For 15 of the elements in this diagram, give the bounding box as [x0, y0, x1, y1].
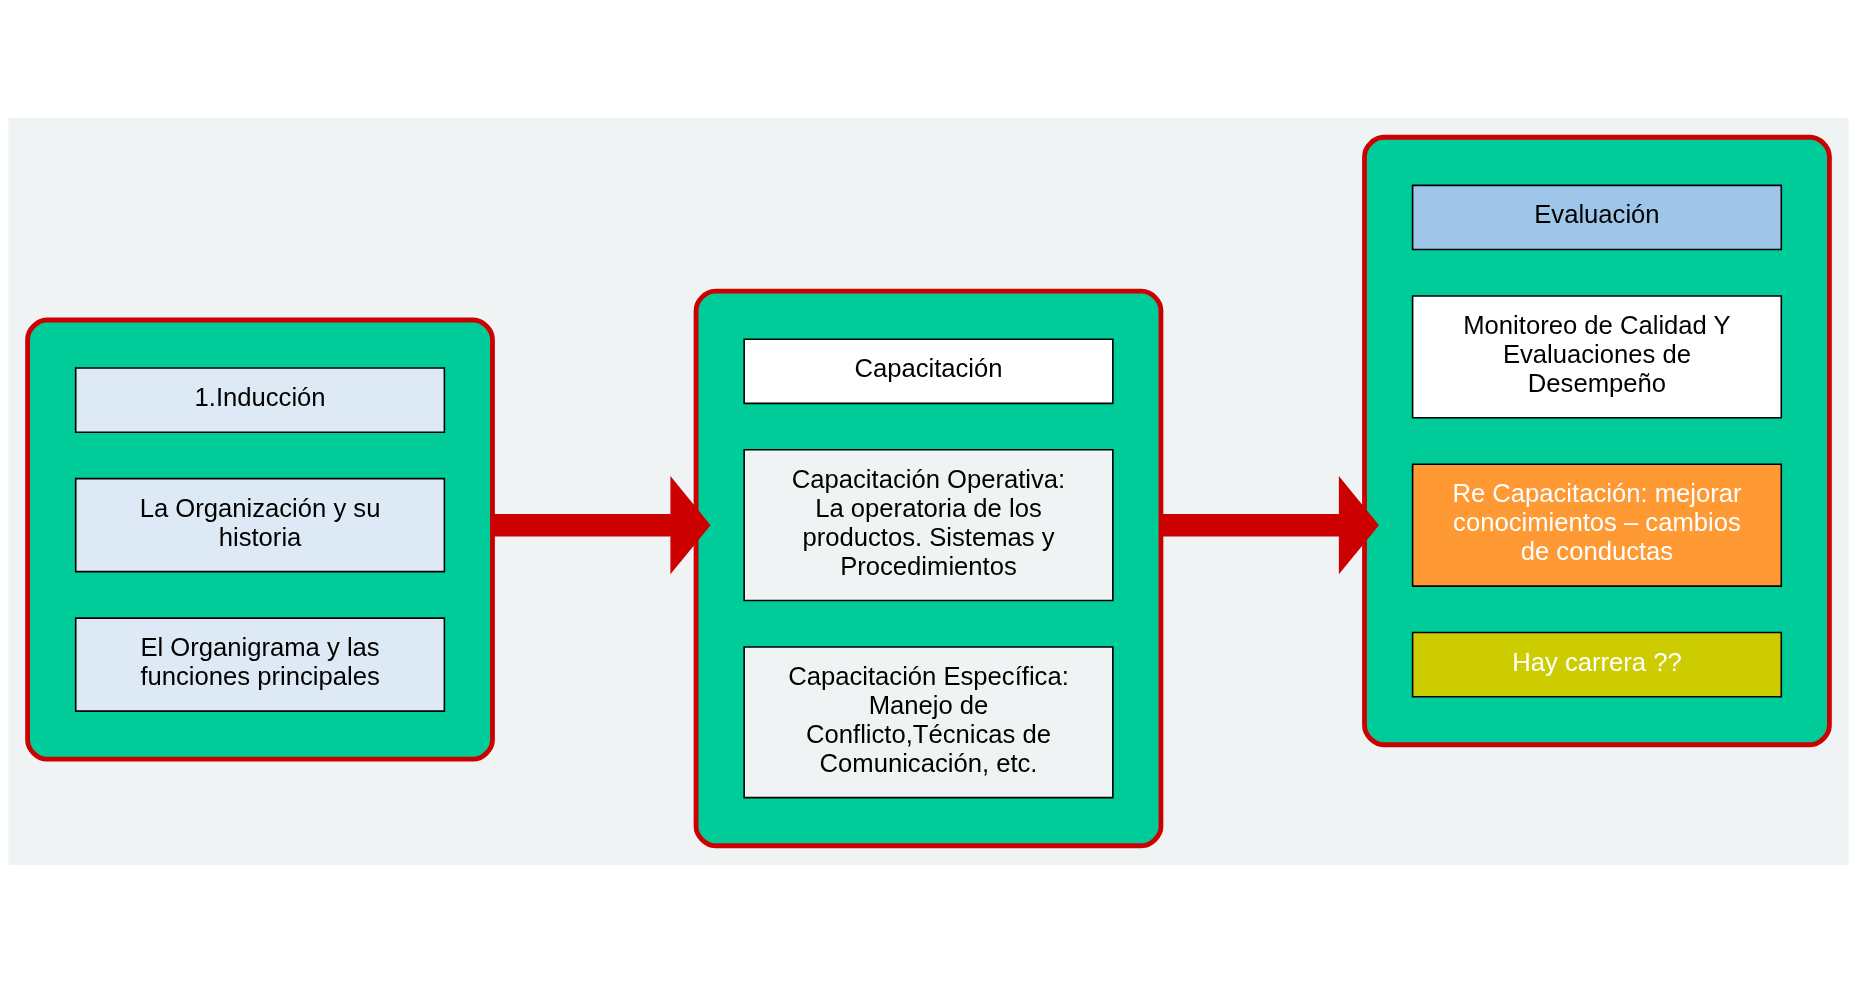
node-box: El Organigrama y las funciones principales	[74, 616, 446, 712]
node-box: Re Capacitación: mejorar conocimientos – cambios de conductas	[1411, 462, 1783, 587]
node-box: Evaluación	[1411, 184, 1783, 250]
cluster	[25, 317, 495, 762]
arrow	[492, 475, 711, 574]
arrow	[1160, 475, 1379, 574]
cluster	[1362, 134, 1832, 747]
node-box: Capacitación	[743, 337, 1114, 404]
node-box: La Organización y su historia	[74, 477, 446, 572]
node-box: Hay carrera ??	[1411, 631, 1783, 697]
node-box: 1.Inducción	[74, 366, 446, 433]
cluster	[693, 288, 1164, 848]
node-box: Capacitación Operativa: La operatoria de los productos. Sistemas y Procedimientos	[743, 448, 1114, 601]
node-box: Capacitación Específica: Manejo de Conflicto,Técnicas de Comunicación, etc.	[743, 645, 1114, 798]
node-box: Monitoreo de Calidad Y Evaluaciones de Desempeño	[1411, 294, 1783, 419]
